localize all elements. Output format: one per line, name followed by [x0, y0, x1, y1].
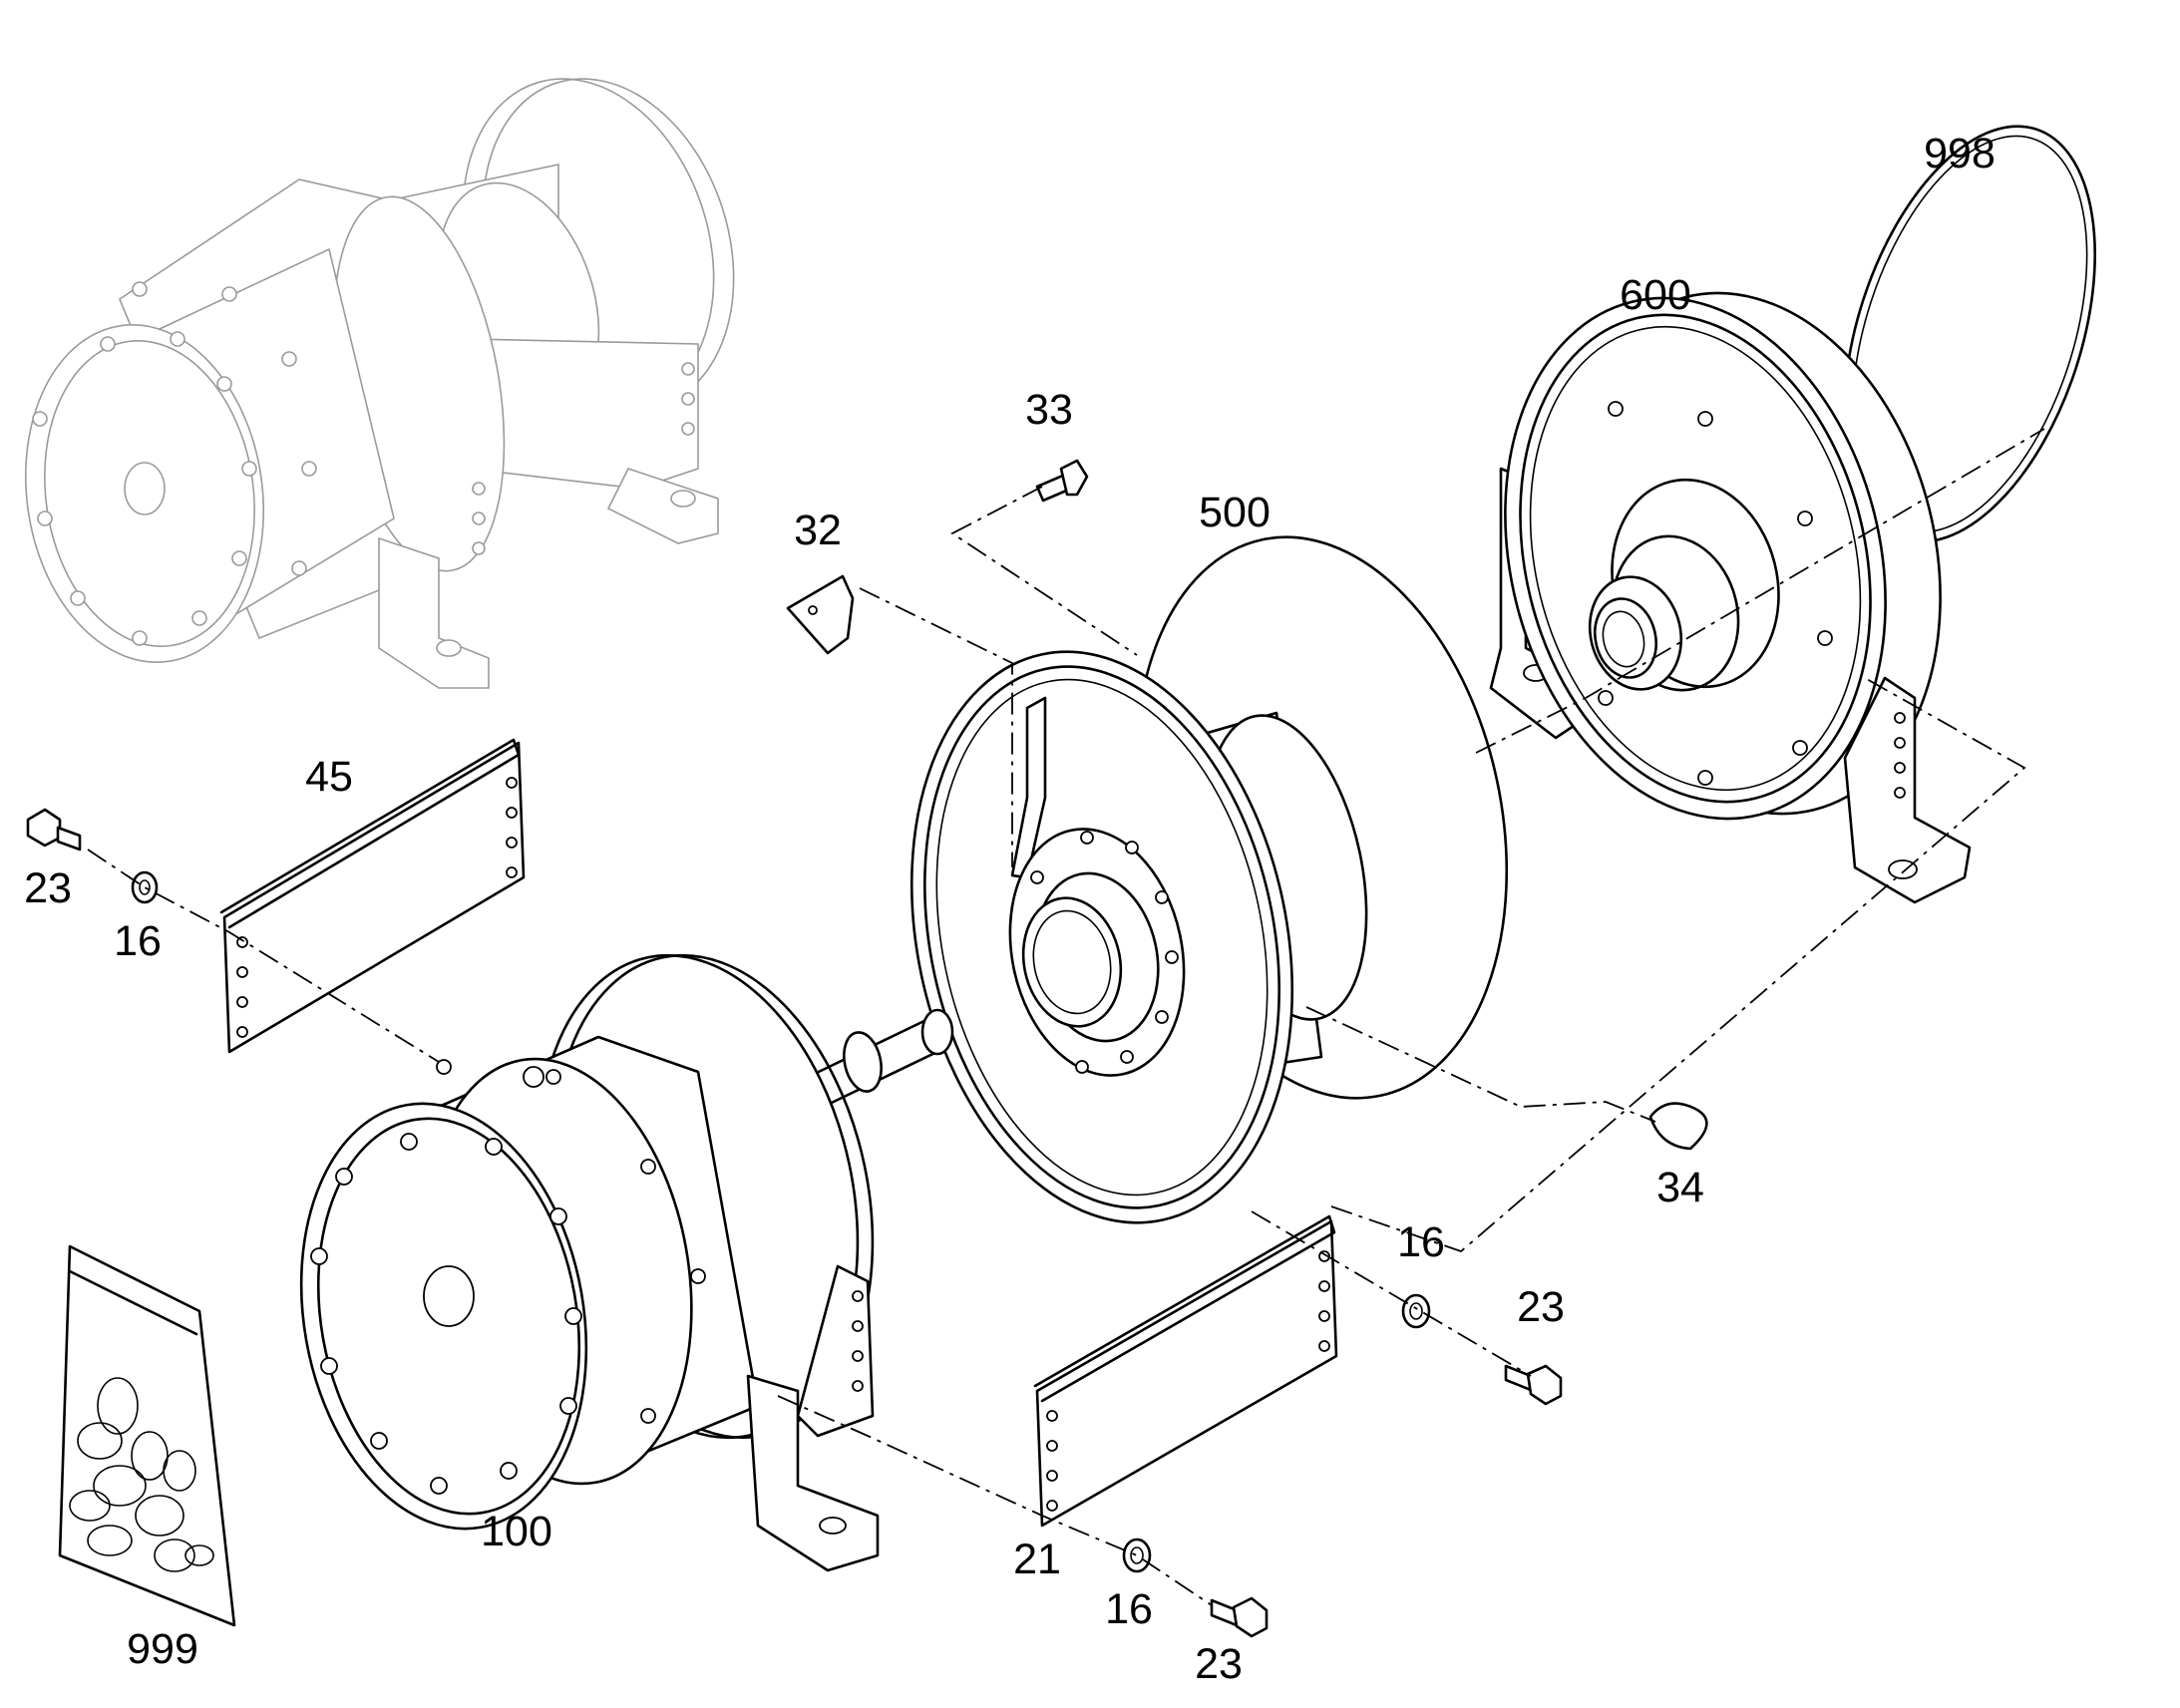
- label-23-lower: 23: [1195, 1640, 1243, 1688]
- label-45: 45: [305, 753, 353, 801]
- label-999: 999: [127, 1625, 198, 1673]
- label-23-right: 23: [1517, 1283, 1565, 1331]
- part-16-washer-lower: [1122, 1537, 1152, 1573]
- label-23-upper-left: 23: [24, 864, 72, 912]
- label-500: 500: [1199, 489, 1271, 536]
- label-21: 21: [1013, 1536, 1061, 1583]
- part-34-key: [1648, 1102, 1708, 1151]
- label-100: 100: [481, 1508, 552, 1555]
- part-21-side-plate: [1033, 1214, 1338, 1528]
- part-33-screw: [1035, 459, 1089, 503]
- label-16-right: 16: [1397, 1218, 1445, 1266]
- part-23-screw-right: [1504, 1364, 1563, 1406]
- label-34: 34: [1656, 1164, 1704, 1211]
- part-32-rope-wedge: [786, 574, 855, 655]
- assembled-winch-reference-view: [24, 78, 735, 689]
- part-45-side-plate: [219, 738, 526, 1054]
- label-33: 33: [1025, 386, 1073, 434]
- callout-labels: 998 600 33 32 500 45 23 16 34 16 23 100 …: [24, 130, 1996, 1688]
- part-500-rope-drum: [909, 535, 1509, 1224]
- part-999-seal-kit: [58, 1244, 236, 1627]
- label-600: 600: [1620, 271, 1691, 319]
- part-23-screw-lower: [1210, 1596, 1269, 1638]
- label-998: 998: [1924, 130, 1996, 177]
- label-16-upper-left: 16: [114, 917, 162, 965]
- part-23-screw-upper-left: [26, 808, 82, 852]
- part-16-washer-upper-left: [131, 870, 159, 904]
- label-32: 32: [794, 507, 842, 554]
- part-100-winch-gearbox: [299, 953, 954, 1572]
- part-600-bearing-support: [1489, 291, 1972, 904]
- part-16-washer-right: [1401, 1293, 1431, 1329]
- assembly-center-lines: [87, 428, 2045, 1606]
- label-16-lower: 16: [1105, 1585, 1153, 1633]
